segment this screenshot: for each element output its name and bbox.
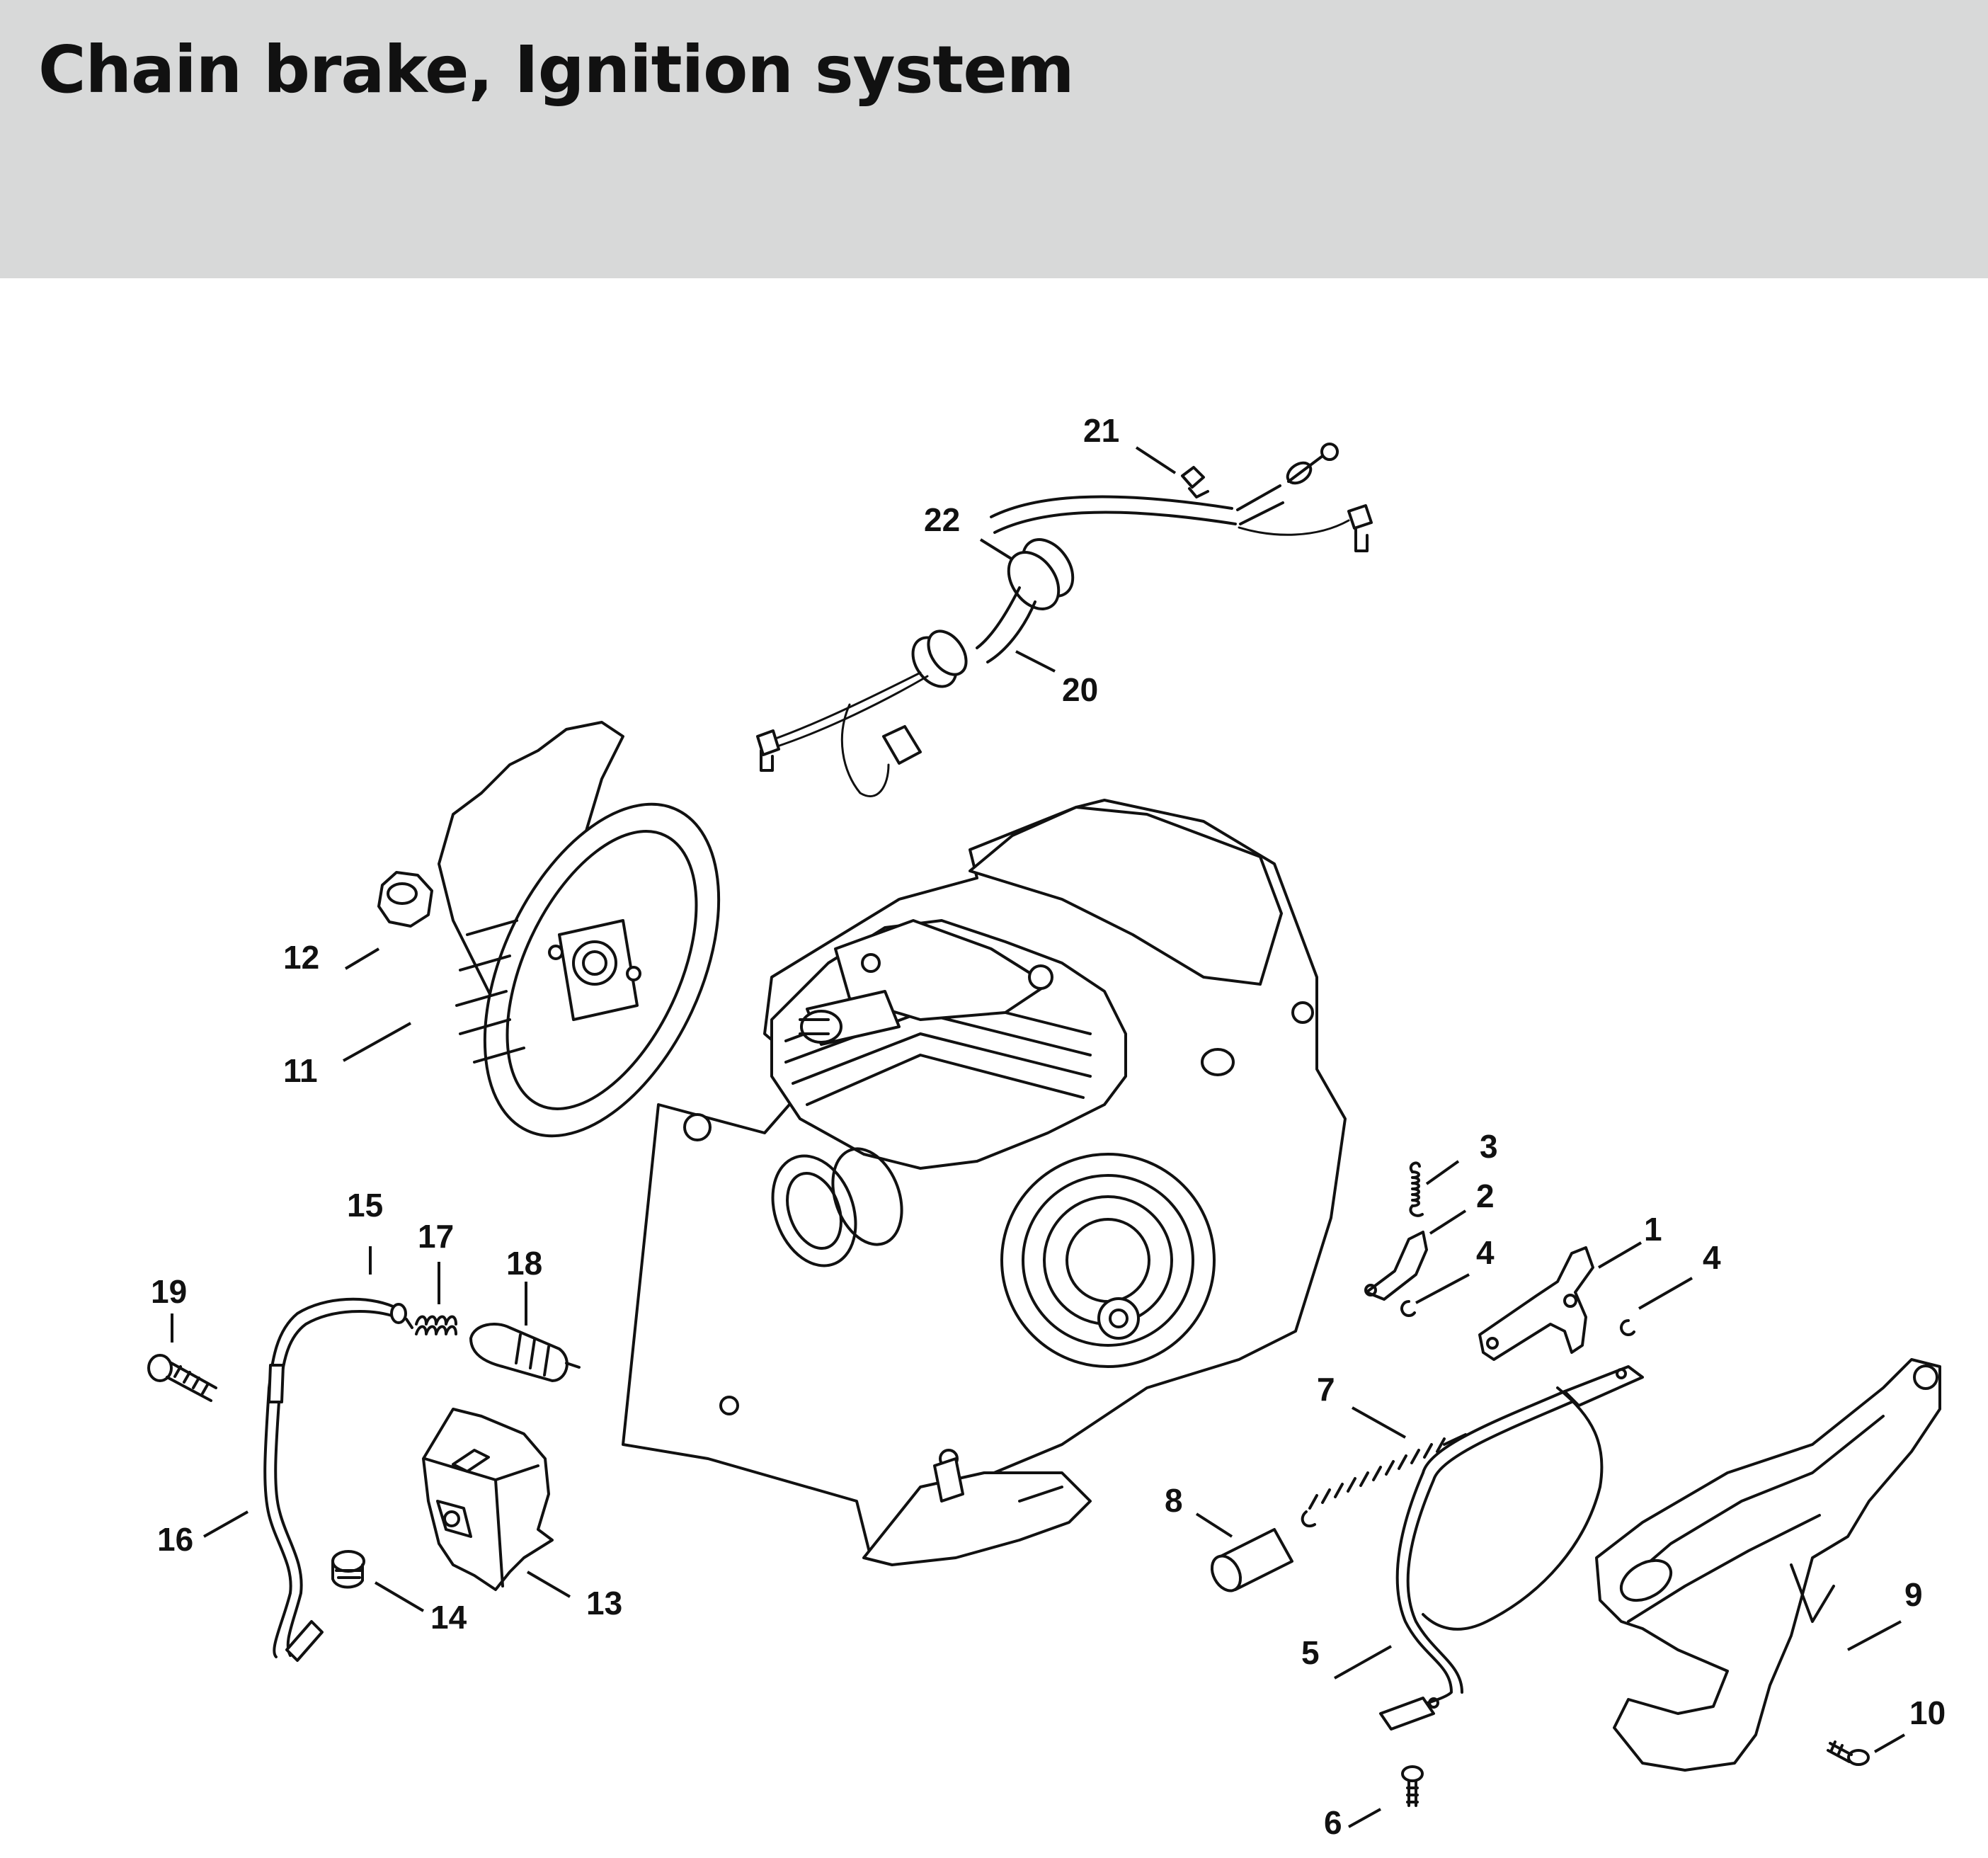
crankcase-part: [622, 799, 1347, 1566]
callout-3: 3: [1480, 1128, 1498, 1165]
callout-16: 16: [157, 1521, 193, 1558]
brake-band-part: [1379, 1365, 1644, 1731]
flywheel-nut-part: [377, 871, 433, 928]
brake-bellcrank-part: [1364, 1231, 1428, 1301]
callout-14: 14: [430, 1599, 467, 1636]
plug-part: [331, 1550, 365, 1589]
callout-22: 22: [924, 501, 960, 538]
callout-15: 15: [347, 1187, 383, 1224]
callout-19: 19: [151, 1273, 187, 1310]
brake-spring-part: [1409, 1161, 1424, 1217]
callout-4b: 4: [1703, 1239, 1721, 1276]
callout-6: 6: [1324, 1804, 1342, 1841]
title-banner: [0, 0, 1988, 278]
small-spring-part: [405, 1315, 457, 1335]
callout-7: 7: [1317, 1371, 1335, 1408]
screw-6-part: [1401, 1765, 1424, 1807]
callout-8: 8: [1165, 1482, 1183, 1519]
sleeve-part: [1210, 1528, 1293, 1592]
callout-1: 1: [1644, 1211, 1662, 1248]
leader-lines: [171, 446, 1905, 1828]
throttle-rod-part: [263, 1297, 407, 1662]
flywheel-part: [438, 721, 721, 1138]
callout-5: 5: [1301, 1634, 1320, 1671]
spring-plunger-part: [469, 1323, 581, 1382]
callout-21: 21: [1083, 412, 1119, 449]
callout-11: 11: [283, 1052, 318, 1089]
callout-9: 9: [1904, 1576, 1923, 1613]
brake-lever-part: [1478, 1246, 1594, 1361]
ignition-lead-part: [756, 443, 1373, 797]
callout-labels: 1 2 3 4 4 5 6 7 8 9 10 11 12 13 14 15 16…: [151, 412, 1946, 1841]
screw-10-part: [1827, 1740, 1870, 1766]
ignition-module-part: [422, 1408, 554, 1591]
callout-20: 20: [1062, 671, 1098, 708]
screw-19-part: [147, 1354, 217, 1402]
callout-2: 2: [1476, 1178, 1495, 1214]
callout-17: 17: [418, 1218, 454, 1255]
callout-18: 18: [506, 1245, 542, 1282]
page-title: Chain brake, Ignition system: [38, 32, 1075, 108]
tension-spring-part: [1301, 1433, 1467, 1527]
e-clip-parts: [1400, 1300, 1635, 1336]
callout-4a: 4: [1476, 1234, 1495, 1271]
callout-12: 12: [283, 939, 319, 976]
chain-brake-cover-part: [1595, 1358, 1941, 1772]
callout-10: 10: [1909, 1694, 1946, 1731]
callout-13: 13: [586, 1585, 622, 1622]
